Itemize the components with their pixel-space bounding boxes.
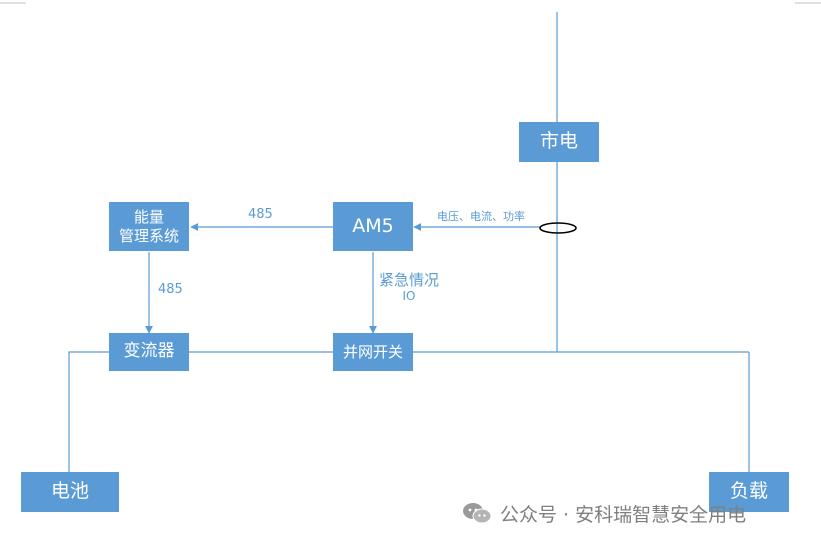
load-node: 负载 xyxy=(709,472,789,512)
emergency-label: 紧急情况 IO xyxy=(379,271,439,303)
battery-node: 电池 xyxy=(21,472,119,512)
current-transformer-ring xyxy=(539,222,577,234)
measure-label: 电压、电流、功率 xyxy=(437,210,525,223)
am5-to-ems-label: 485 xyxy=(248,207,273,222)
am5-node: AM5 xyxy=(333,202,413,251)
ems-node: 能量 管理系统 xyxy=(109,202,189,251)
ems-label-line2: 管理系统 xyxy=(118,226,179,245)
emergency-label-line2: IO xyxy=(402,289,416,303)
watermark: 公众号 · 安科瑞智慧安全用电 xyxy=(462,500,746,526)
watermark-text: 公众号 · 安科瑞智慧安全用电 xyxy=(500,503,747,526)
emergency-label-line1: 紧急情况 xyxy=(379,271,440,289)
ems-label-line1: 能量 xyxy=(133,207,164,226)
battery-line xyxy=(68,351,110,472)
ems-to-converter-label: 485 xyxy=(158,282,183,297)
wechat-icon xyxy=(463,503,492,524)
converter-node: 变流器 xyxy=(109,333,189,371)
grid-switch-node: 并网开关 xyxy=(333,333,413,371)
grid-node: 市电 xyxy=(519,122,599,162)
